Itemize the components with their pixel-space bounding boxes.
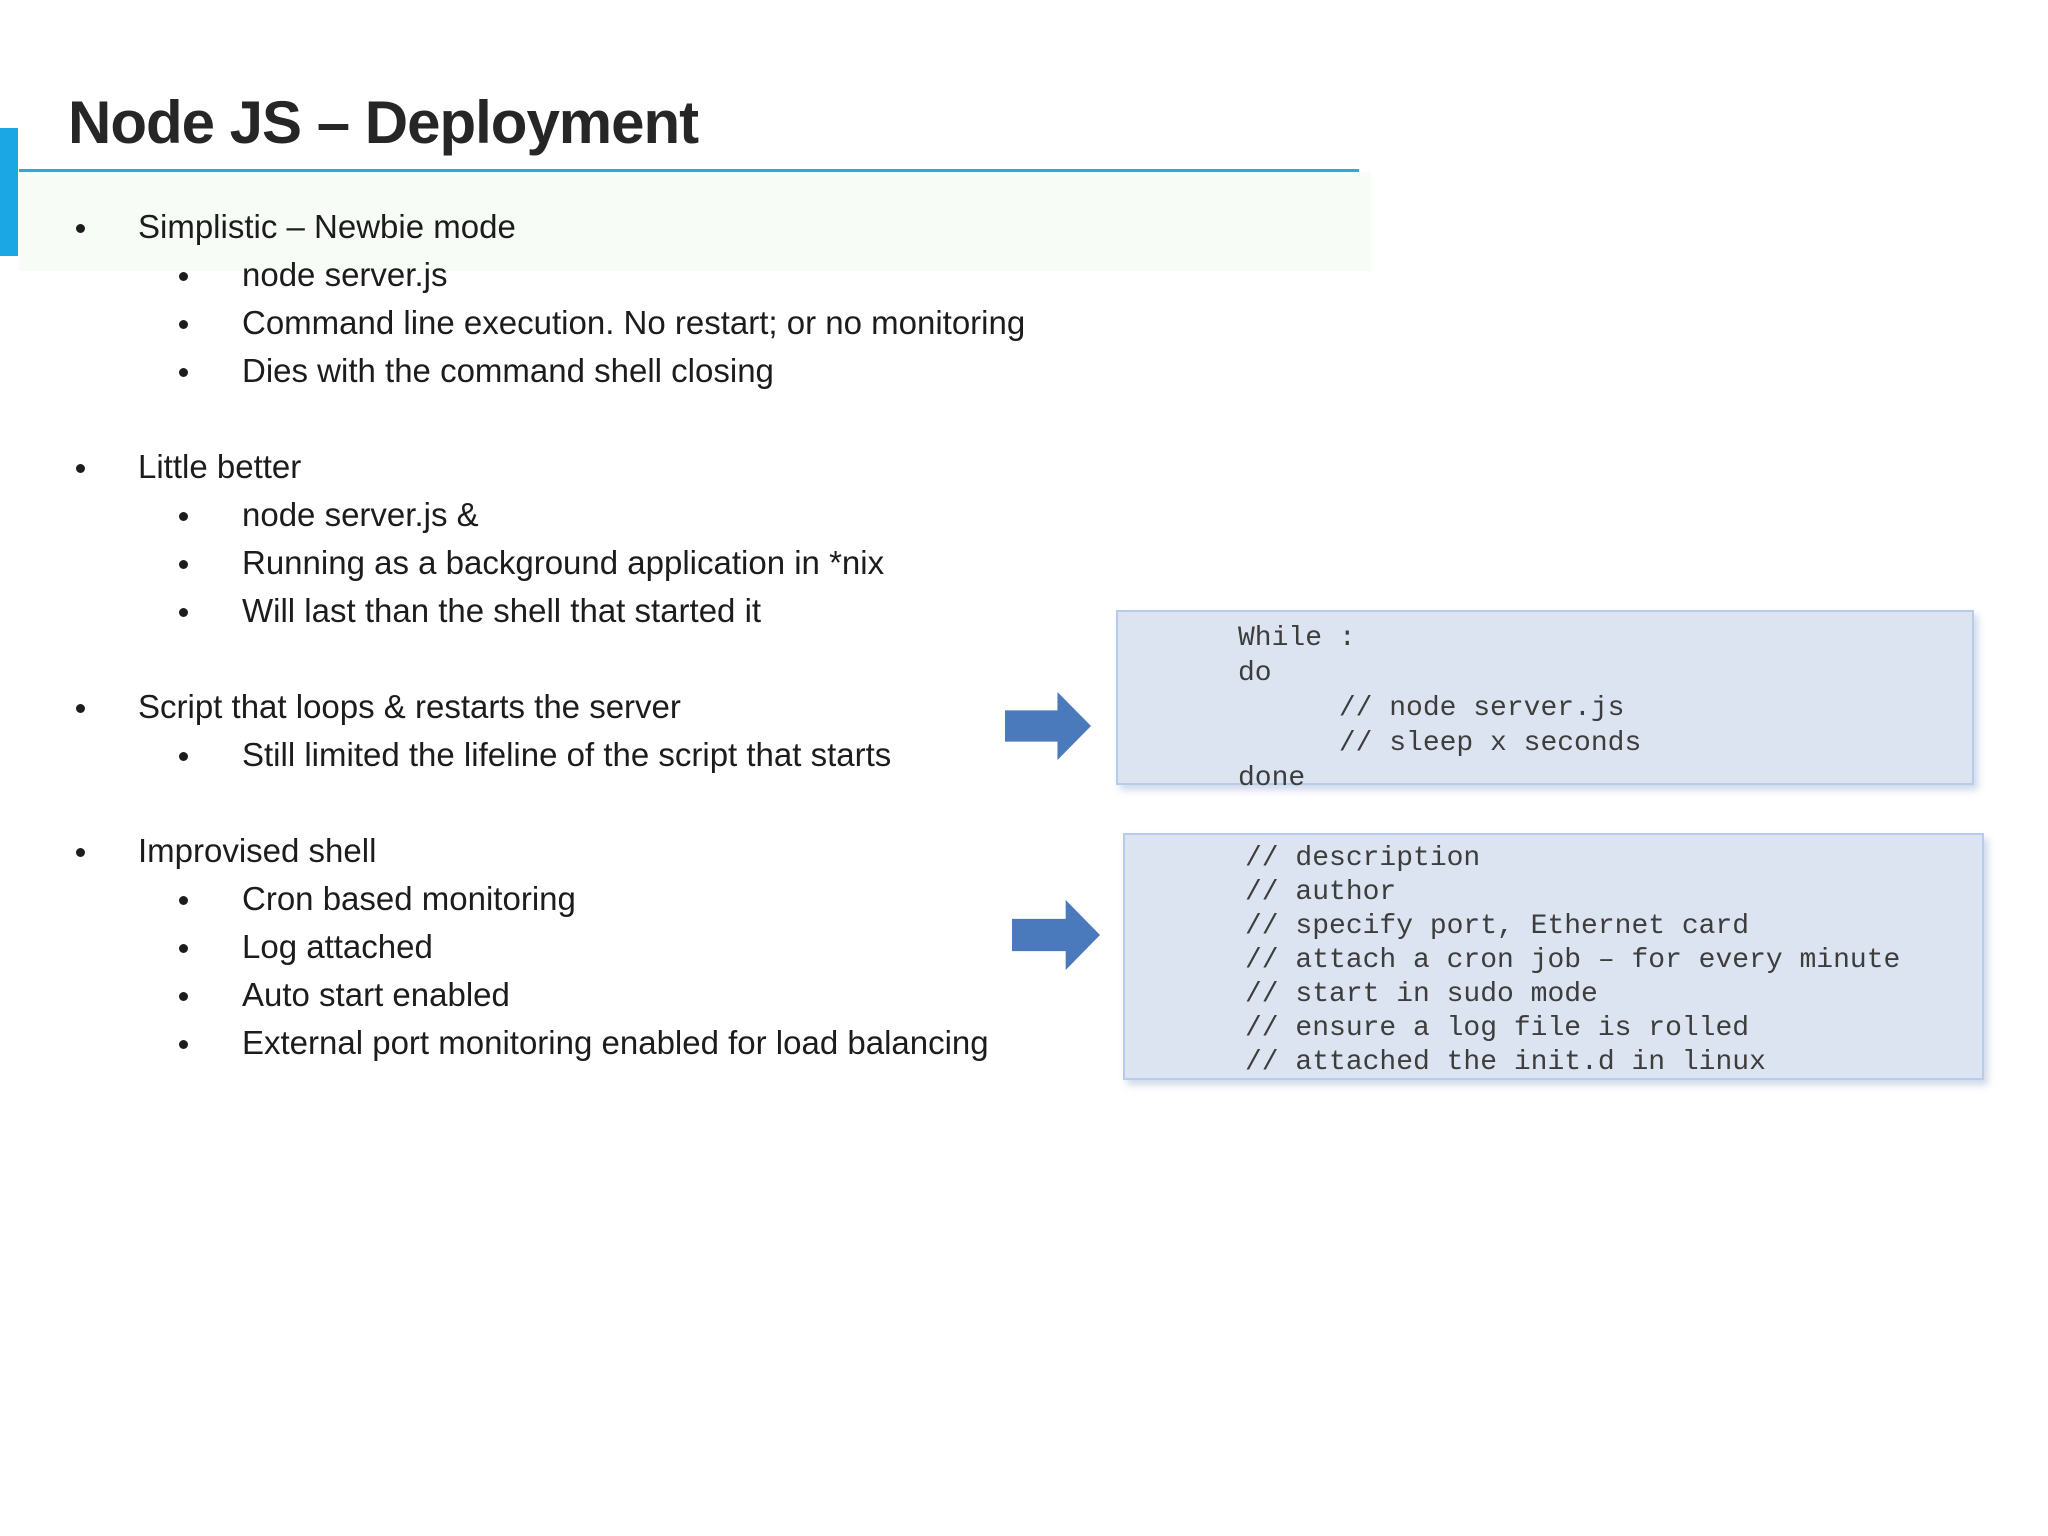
header-tint-background	[19, 172, 1371, 271]
bullet-item: Will last than the shell that started it	[0, 587, 1130, 635]
code-line: done	[1238, 763, 1306, 794]
bullet-item: Command line execution. No restart; or n…	[0, 299, 1130, 347]
bullet-item: Cron based monitoring	[0, 875, 1130, 923]
code-line: // author	[1245, 877, 1397, 908]
code-line: // description	[1245, 843, 1481, 874]
code-line: // node server.js	[1238, 693, 1625, 724]
page-title: Node JS – Deployment	[68, 89, 699, 156]
title-underline-rule	[19, 169, 1359, 172]
bullet-item: External port monitoring enabled for loa…	[0, 1019, 1130, 1067]
code-line: // attach a cron job – for every minute	[1245, 945, 1901, 976]
bullet-group-2-heading: Little better	[0, 443, 1130, 491]
bullet-group-spacer	[0, 635, 1130, 683]
bullet-item: node server.js	[0, 251, 1130, 299]
bullet-group-1-heading: Simplistic – Newbie mode	[0, 203, 1130, 251]
code-box-improvised-shell-notes: // description // author // specify port…	[1123, 833, 1984, 1080]
bullet-item: node server.js &	[0, 491, 1130, 539]
bullet-list: Simplistic – Newbie mode node server.js …	[0, 203, 1130, 1067]
code-line: // attached the init.d in linux	[1245, 1047, 1766, 1078]
bullet-item: Still limited the lifeline of the script…	[0, 731, 1130, 779]
code-line: // start in sudo mode	[1245, 979, 1598, 1010]
code-line: // sleep x seconds	[1238, 728, 1642, 759]
bullet-item: Dies with the command shell closing	[0, 347, 1130, 395]
bullet-group-spacer	[0, 779, 1130, 827]
bullet-group-spacer	[0, 395, 1130, 443]
code-box-loop-script: While : do // node server.js // sleep x …	[1116, 610, 1974, 794]
bullet-item: Auto start enabled	[0, 971, 1130, 1019]
bullet-item: Running as a background application in *…	[0, 539, 1130, 587]
left-accent-bar	[0, 128, 18, 256]
bullet-item: Log attached	[0, 923, 1130, 971]
bullet-group-4-heading: Improvised shell	[0, 827, 1130, 875]
code-line: do	[1238, 658, 1272, 689]
code-line: While :	[1238, 623, 1356, 654]
code-line: // ensure a log file is rolled	[1245, 1013, 1750, 1044]
bullet-group-3-heading: Script that loops & restarts the server	[0, 683, 1130, 731]
code-line: // specify port, Ethernet card	[1245, 911, 1750, 942]
